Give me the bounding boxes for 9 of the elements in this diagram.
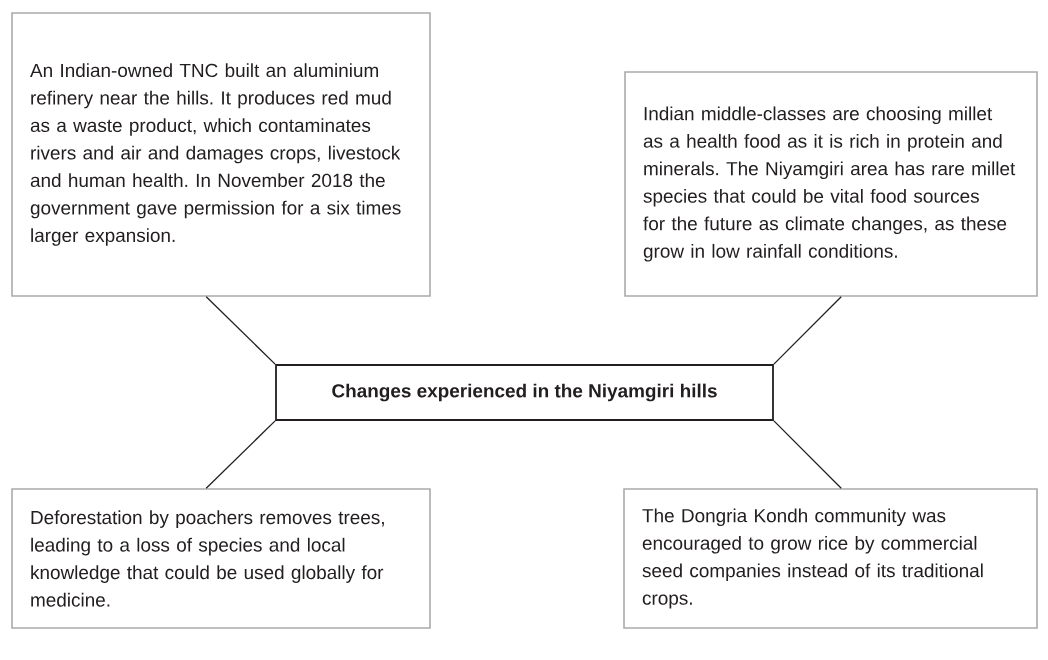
text-box: An Indian-owned TNC built an aluminium refinery near the hills. It produces red mud as a waste product, which contaminates rivers and air and damages crops, livestock and human health. In November 2018 the government gave permission for a six times larger expansion. [11,12,431,297]
central-box: Changes experienced in the Niyamgiri hills [275,364,774,421]
connector-line [205,420,276,489]
text-box: Deforestation by poachers removes trees, leading to a loss of species and local knowledge that could be used globally for medicine. [11,488,431,629]
connector-line [773,420,842,489]
connector-line [773,296,842,365]
text-box: The Dongria Kondh community was encouraged to grow rice by commercial seed companies instead of its traditional crops. [623,488,1038,629]
text-box: Indian middle-classes are choosing millet as a health food as it is rich in protein and minerals. The Niyamgiri area has rare millet species that could be vital food sources for the future as climate changes, as these grow in low rainfall conditions. [624,71,1038,297]
connector-line [205,296,276,365]
